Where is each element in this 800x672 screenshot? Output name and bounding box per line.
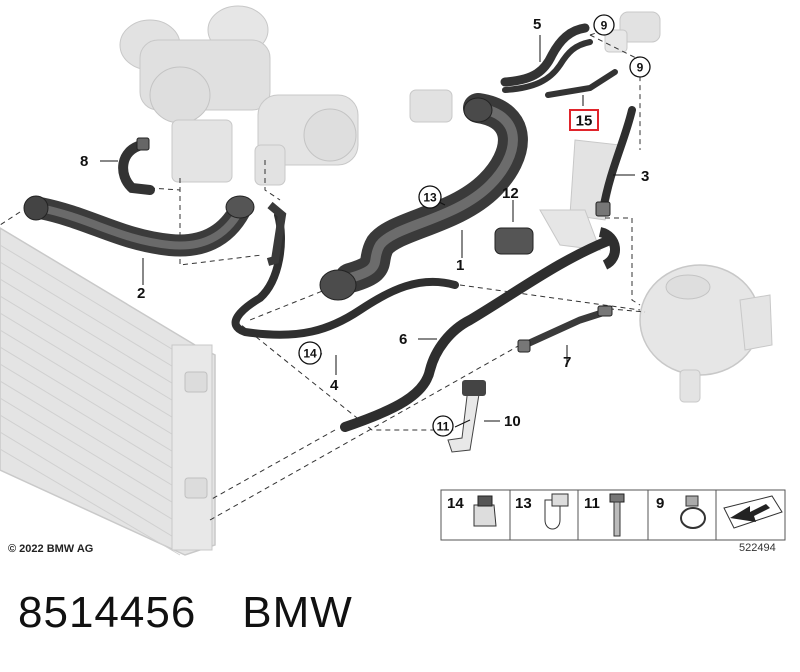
svg-text:9: 9 bbox=[601, 19, 608, 33]
callout-10: 10 bbox=[504, 413, 521, 430]
hose-3 bbox=[595, 106, 636, 217]
circled-callout-9a: 9 bbox=[593, 14, 615, 36]
copyright-text: © 2022 BMW AG bbox=[8, 543, 94, 555]
turbocharger bbox=[119, 5, 271, 183]
highlighted-callout-15: 15 bbox=[569, 109, 599, 131]
legend-item-13: 13 bbox=[515, 493, 569, 530]
svg-text:11: 11 bbox=[584, 495, 600, 512]
hose-4 bbox=[231, 201, 459, 339]
callout-4: 4 bbox=[330, 377, 339, 394]
svg-text:9: 9 bbox=[656, 495, 664, 512]
legend-box: 14 13 11 9 bbox=[440, 489, 786, 541]
svg-text:15: 15 bbox=[576, 113, 593, 130]
callout-5: 5 bbox=[533, 16, 541, 33]
callout-12: 12 bbox=[502, 185, 519, 202]
callout-6: 6 bbox=[399, 331, 407, 348]
hose-7 bbox=[517, 305, 613, 353]
circled-callout-14: 14 bbox=[298, 341, 322, 365]
part-number: 8514456 bbox=[18, 588, 197, 637]
svg-text:14: 14 bbox=[447, 495, 464, 512]
svg-text:13: 13 bbox=[515, 495, 532, 512]
circled-callout-9b: 9 bbox=[629, 56, 651, 78]
circled-callout-11: 11 bbox=[432, 415, 454, 437]
legend-item-9: 9 bbox=[656, 495, 706, 529]
diagram-number: 522494 bbox=[739, 542, 776, 554]
radiator bbox=[0, 227, 216, 556]
hose-1 bbox=[319, 93, 528, 301]
hose-clamp-icon bbox=[473, 495, 497, 527]
legend-item-arrow bbox=[723, 495, 783, 529]
callouts: 8 2 1 5 3 4 6 7 10 12 bbox=[80, 16, 649, 430]
svg-text:11: 11 bbox=[437, 420, 450, 434]
footer: 8514456 BMW bbox=[18, 588, 353, 638]
valve-top-right bbox=[604, 11, 661, 53]
brand-name: BMW bbox=[242, 588, 353, 637]
svg-text:14: 14 bbox=[303, 347, 317, 361]
hose-8 bbox=[118, 137, 155, 195]
hose-2 bbox=[23, 195, 255, 257]
bolt-icon bbox=[609, 493, 625, 537]
callout-8: 8 bbox=[80, 153, 88, 170]
bracket-10 bbox=[447, 380, 486, 453]
hose-5 bbox=[500, 23, 593, 93]
hose-6 bbox=[340, 227, 620, 432]
svg-text:9: 9 bbox=[637, 61, 644, 75]
callout-3: 3 bbox=[641, 168, 649, 185]
callout-7: 7 bbox=[563, 354, 571, 371]
circled-callouts: 9 9 13 14 11 bbox=[298, 14, 651, 437]
arrow-sheet-icon bbox=[723, 495, 783, 529]
legend-item-11: 11 bbox=[584, 493, 625, 537]
svg-text:13: 13 bbox=[423, 191, 437, 205]
hose-15 bbox=[545, 69, 618, 98]
clip-12 bbox=[494, 227, 534, 255]
thermostat-housing bbox=[254, 94, 359, 186]
hose-clip-icon bbox=[544, 493, 569, 530]
legend-item-14: 14 bbox=[447, 495, 497, 527]
callout-1: 1 bbox=[456, 257, 464, 274]
callout-2: 2 bbox=[137, 285, 145, 302]
spring-clamp-icon bbox=[680, 495, 706, 529]
expansion-tank bbox=[639, 264, 773, 403]
pump-fitting bbox=[409, 89, 453, 123]
circled-callout-13: 13 bbox=[418, 185, 442, 209]
